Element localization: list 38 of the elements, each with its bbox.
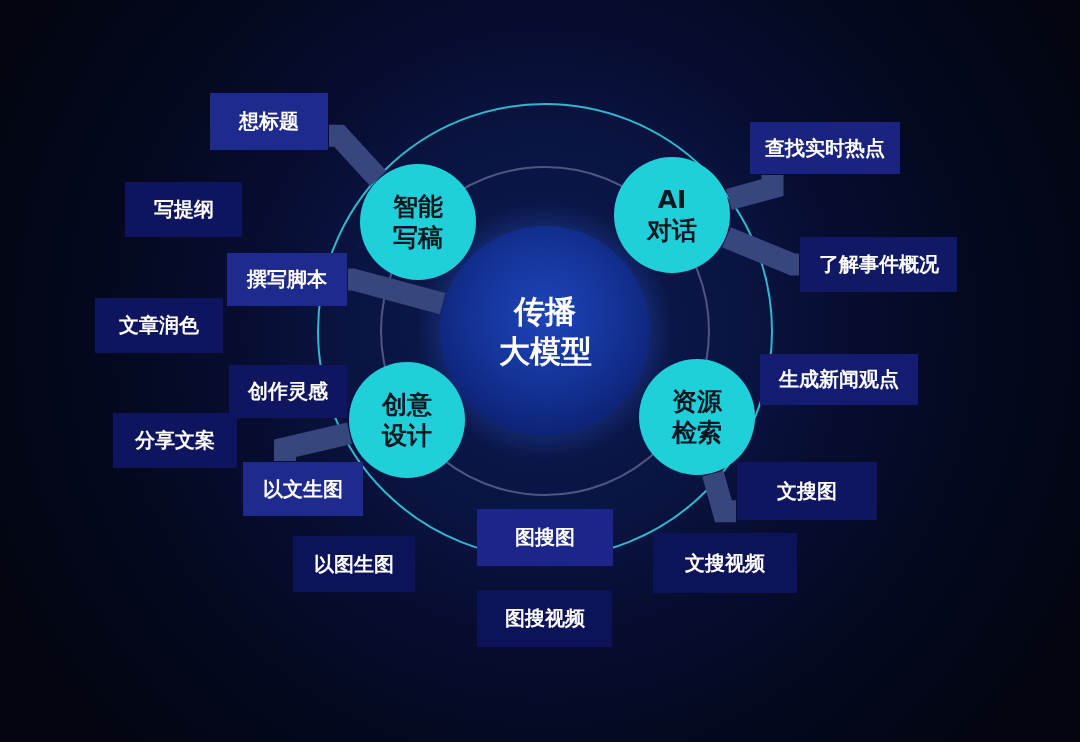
category-label: 智能写稿 <box>392 190 444 254</box>
feature-label: 以图生图 <box>314 550 394 578</box>
feature-box <box>293 536 415 592</box>
feature-label: 图搜视频 <box>504 605 585 632</box>
feature-box <box>653 533 797 593</box>
feature-box <box>113 413 237 468</box>
feature-label: 撰写脚本 <box>247 266 327 293</box>
feature-box <box>477 590 612 647</box>
feature-box <box>95 298 223 353</box>
feature-box <box>750 122 900 174</box>
feature-label: 了解事件概况 <box>818 251 939 278</box>
feature-label: 查找实时热点 <box>765 134 885 162</box>
feature-box <box>229 365 347 418</box>
feature-box <box>760 354 918 405</box>
feature-label: 文搜视频 <box>685 549 765 577</box>
feature-box <box>125 182 242 237</box>
feature-label: 图搜图 <box>515 524 575 551</box>
feature-label: 写提纲 <box>153 196 214 223</box>
feature-box <box>227 253 347 306</box>
feature-box <box>243 462 363 516</box>
feature-label: 创作灵感 <box>248 378 328 405</box>
feature-box <box>210 93 328 150</box>
light-beam <box>274 422 352 461</box>
feature-box <box>477 509 613 566</box>
core-label: 传播大模型 <box>497 291 593 371</box>
light-beam <box>702 470 736 523</box>
feature-label: 文搜图 <box>777 477 837 505</box>
feature-label: 生成新闻观点 <box>779 366 899 393</box>
feature-label: 文章润色 <box>119 312 199 339</box>
category-circle <box>360 164 476 280</box>
category-label: AI对话 <box>646 183 698 247</box>
category-label: 创意设计 <box>381 388 433 452</box>
feature-label: 想标题 <box>239 108 299 135</box>
category-label: 资源检索 <box>671 385 723 449</box>
feature-label: 以文生图 <box>263 475 343 503</box>
feature-box <box>737 462 877 520</box>
feature-box <box>800 237 957 292</box>
feature-label: 分享文案 <box>135 427 215 454</box>
